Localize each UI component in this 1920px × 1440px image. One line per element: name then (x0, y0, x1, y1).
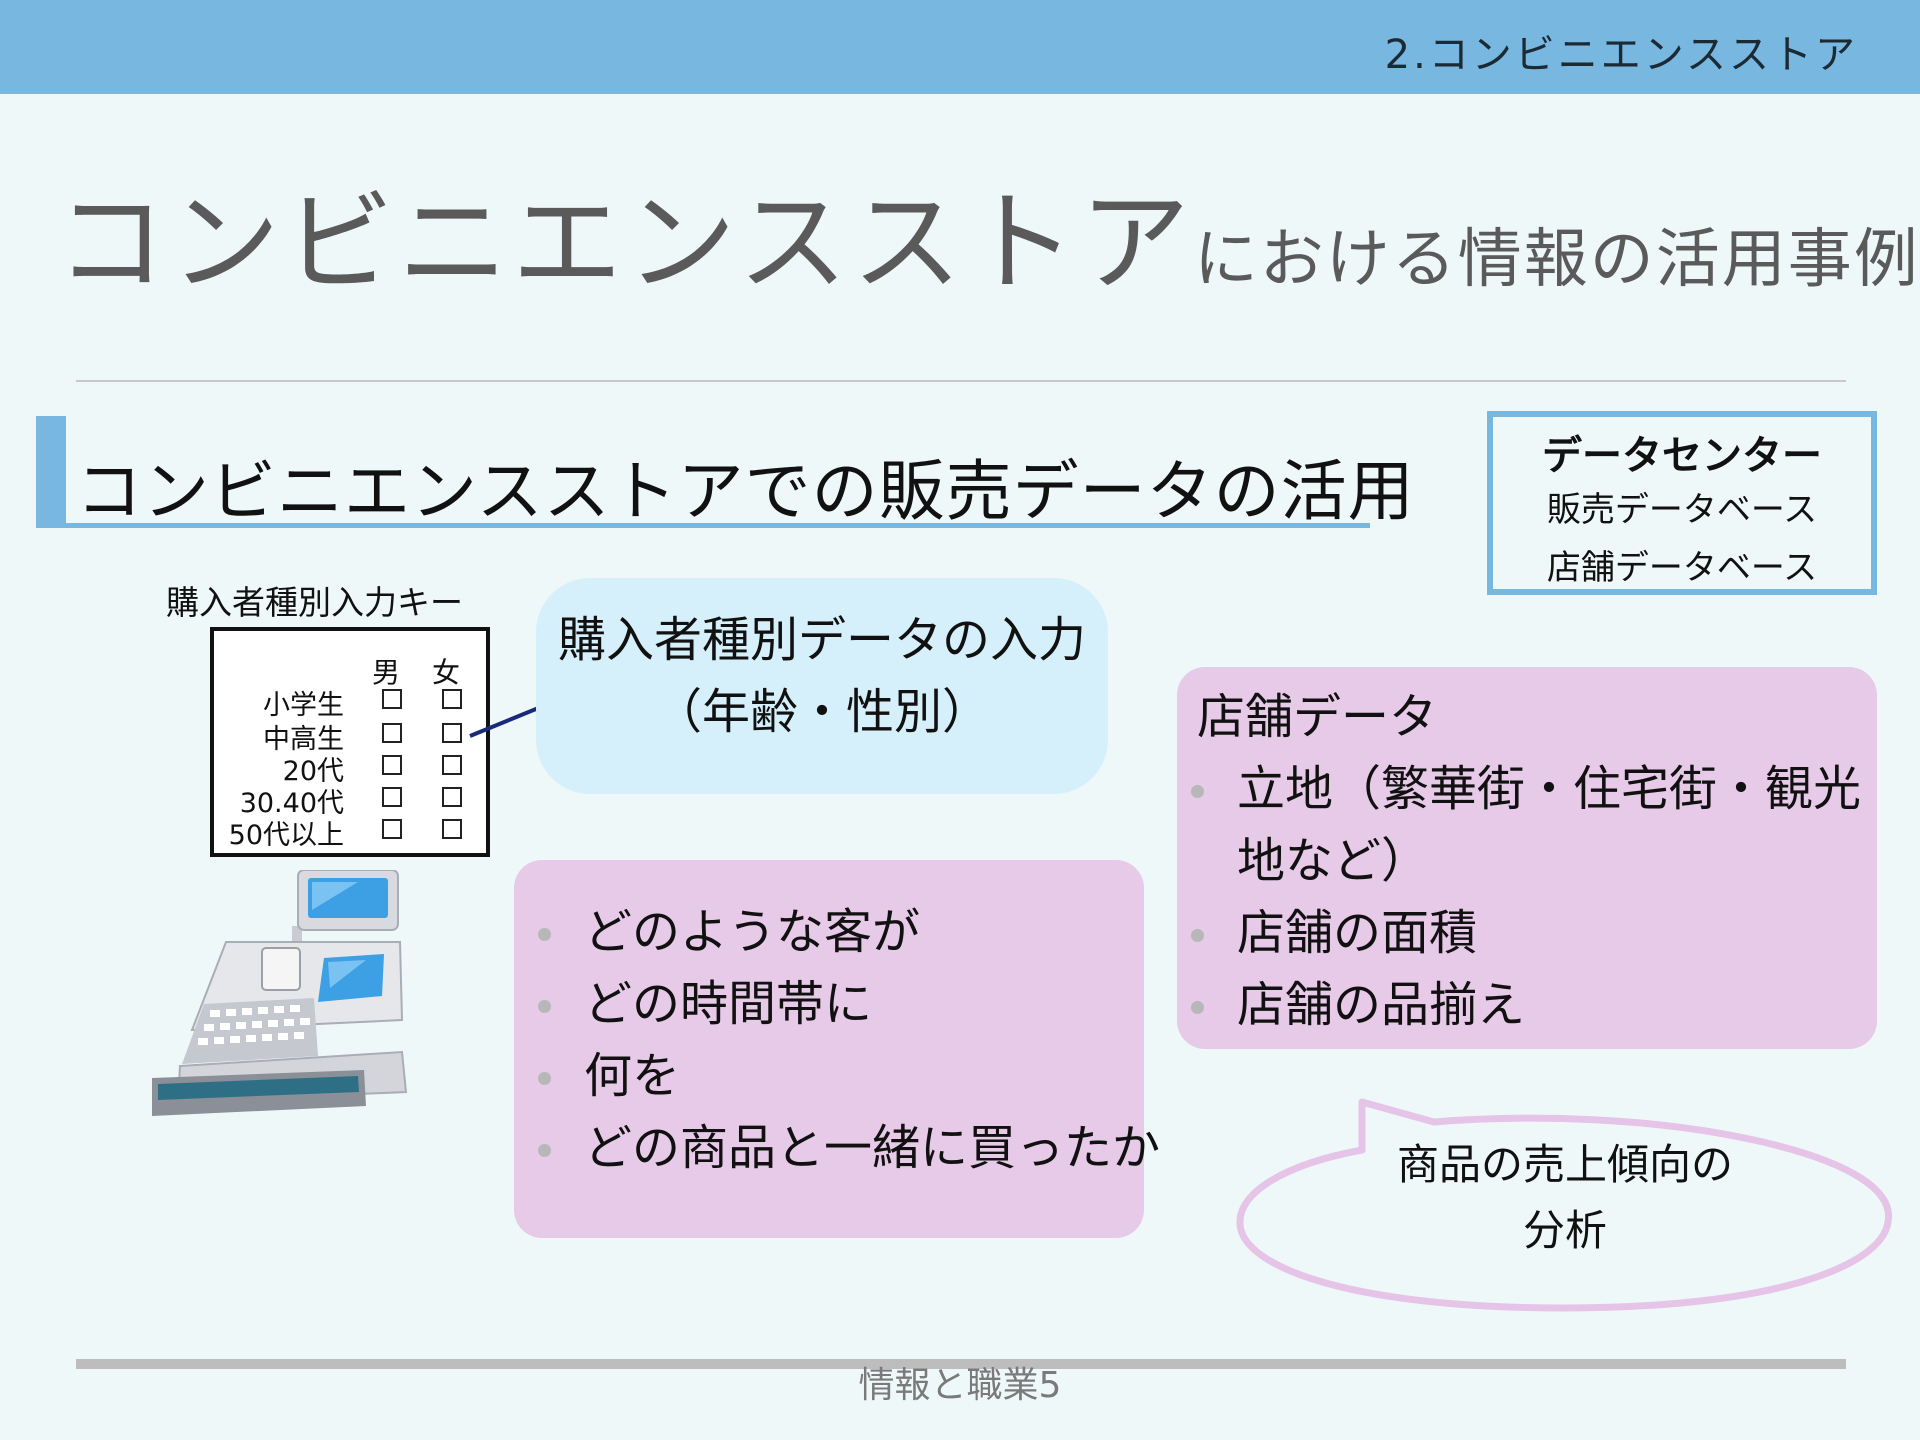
keypad-title: 購入者種別入力キー (166, 583, 463, 622)
keypad-row-label: 30.40代 (239, 788, 344, 819)
speech-bubble-icon (1236, 1098, 1893, 1312)
page-title: コンビニエンスストアにおける情報の活用事例 (56, 188, 1920, 298)
keypad-key[interactable] (442, 787, 462, 807)
sales-data-box: どのような客が どの時間帯に 何を どの商品と一緒に買ったか (514, 860, 1160, 1238)
store-data-box: 店舗データ 立地（繁華街・住宅街・観光地など） 店舗の面積 店舗の品揃え (1177, 667, 1877, 1049)
cash-register-icon (152, 870, 408, 1116)
data-center-item: 店舗データベース (1546, 548, 1818, 588)
list-item: 立地（繁華街・住宅街・観光地など） (1187, 753, 1877, 897)
purchaser-input-box: 購入者種別データの入力 （年齢・性別） (536, 578, 1108, 794)
analysis-line: 分析 (1522, 1206, 1607, 1255)
bullet-icon (1191, 1001, 1204, 1014)
data-center-item: 販売データベース (1546, 490, 1818, 530)
bullet-icon (538, 1144, 551, 1157)
section-label: 2.コンビニエンスストア (1384, 32, 1858, 78)
list-item: どの商品と一緒に買ったか (534, 1112, 1160, 1184)
keypad-row-label: 50代以上 (228, 820, 344, 851)
bullet-icon (1191, 929, 1204, 942)
keypad-key[interactable] (382, 723, 402, 743)
keypad-key[interactable] (442, 723, 462, 743)
keypad-key[interactable] (382, 819, 402, 839)
analysis-line: 商品の売上傾向の (1396, 1140, 1733, 1189)
keypad-key[interactable] (382, 755, 402, 775)
store-data-heading: 店舗データ (1197, 689, 1438, 745)
keypad-column-female: 女 (432, 656, 461, 689)
list-item: どの時間帯に (534, 968, 1144, 1040)
bullet-icon (538, 1000, 551, 1013)
keypad-key[interactable] (442, 819, 462, 839)
keypad-key[interactable] (382, 787, 402, 807)
bullet-icon (538, 1072, 551, 1085)
data-center-heading: データセンター (1542, 433, 1822, 479)
footer-divider (76, 1359, 1846, 1369)
purchaser-input-subtitle: （年齢・性別） (653, 684, 990, 740)
keypad-row-label: 小学生 (263, 690, 344, 721)
bullet-icon (1191, 785, 1204, 798)
subheading: コンビニエンスストアでの販売データの活用 (36, 416, 1414, 530)
list-item: 店舗の面積 (1187, 897, 1877, 969)
footer-text: 情報と職業5 (858, 1365, 1062, 1406)
list-item: 何を (534, 1040, 1144, 1112)
keypad-row-label: 20代 (282, 756, 344, 787)
subheading-underline (66, 523, 1370, 528)
bullet-icon (538, 928, 551, 941)
keypad-key[interactable] (442, 755, 462, 775)
list-item: どのような客が (534, 896, 1144, 968)
keypad-row-label: 中高生 (263, 724, 344, 755)
header-bar: 2.コンビニエンスストア (0, 0, 1920, 94)
analysis-bubble: 商品の売上傾向の 分析 (1300, 1132, 1830, 1264)
page-title-main: コンビニエンスストア (56, 179, 1194, 307)
title-divider (76, 380, 1846, 382)
subheading-accent-bar (36, 416, 66, 528)
list-item: 店舗の品揃え (1187, 969, 1877, 1041)
keypad-column-male: 男 (372, 656, 401, 689)
data-center-box: データセンター 販売データベース 店舗データベース (1487, 411, 1877, 595)
keypad-key[interactable] (382, 689, 402, 709)
subheading-text: コンビニエンスストアでの販売データの活用 (76, 453, 1415, 530)
page-title-suffix: における情報の活用事例 (1193, 223, 1920, 297)
purchaser-input-title: 購入者種別データの入力 (557, 612, 1086, 668)
keypad-key[interactable] (442, 689, 462, 709)
purchaser-keypad: 男 女 小学生 中高生 20代 30.40代 50代以上 (210, 627, 490, 857)
